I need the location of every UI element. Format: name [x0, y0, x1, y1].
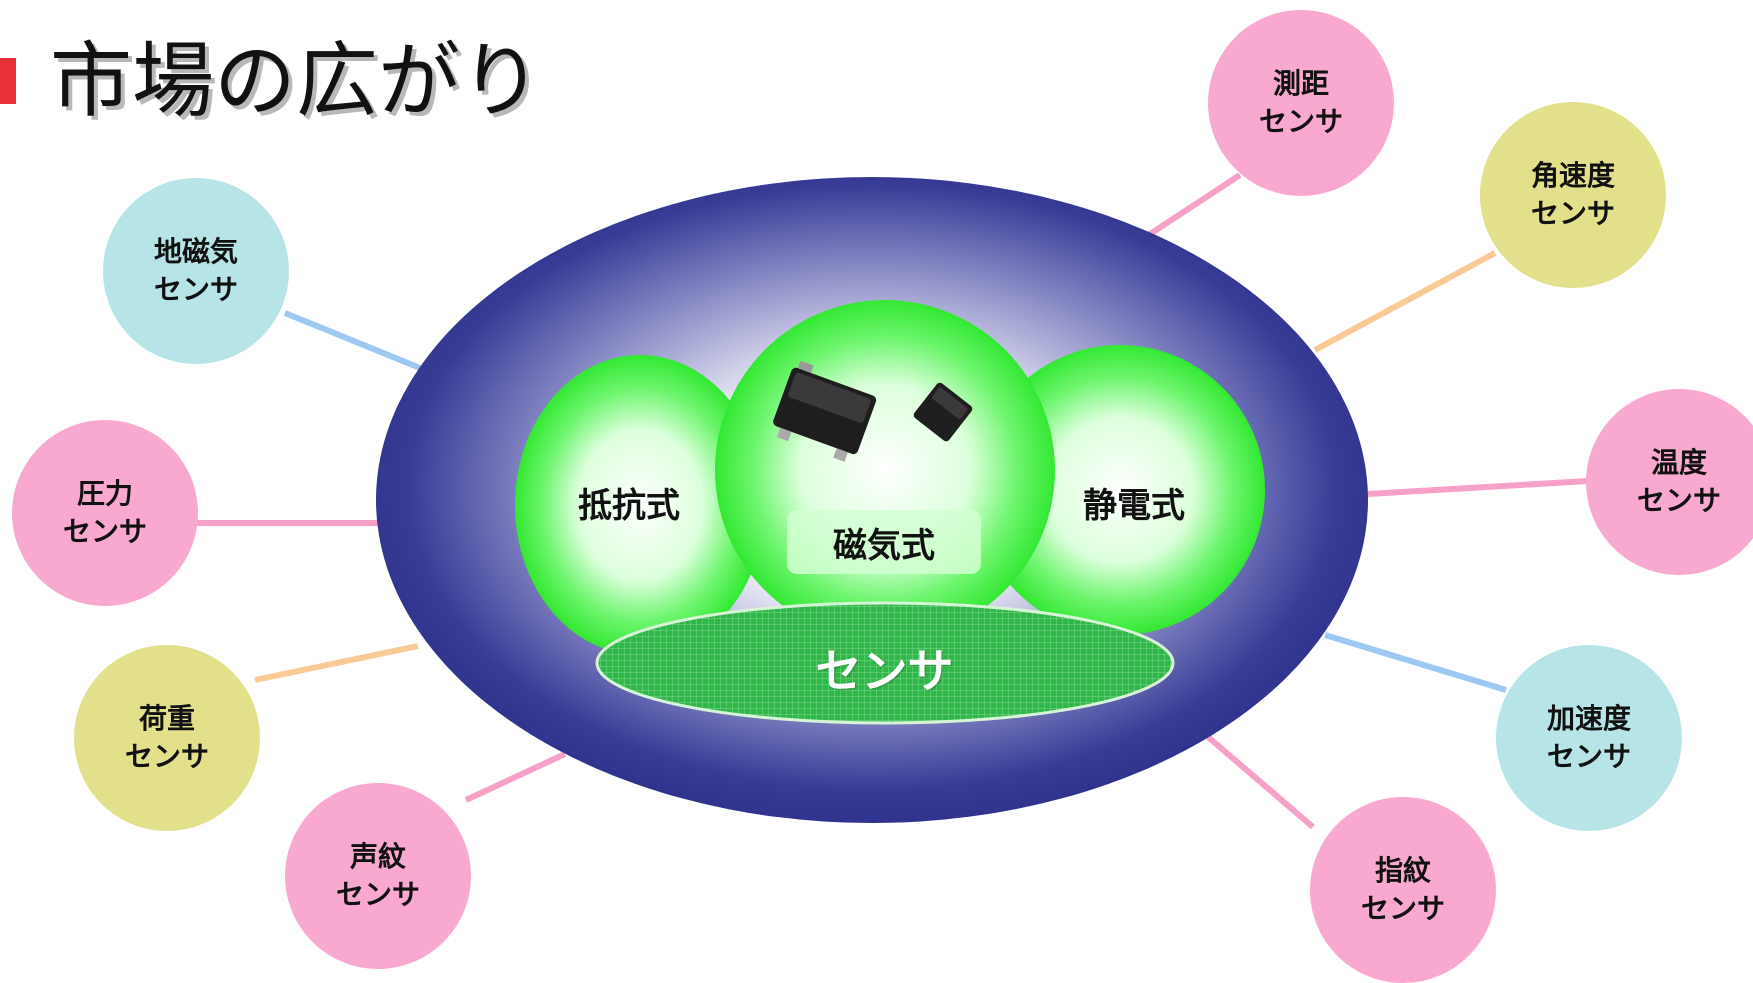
app-bubble-temperature: 温度センサ — [1586, 389, 1753, 575]
type-label-resistive: 抵抗式 — [578, 486, 680, 526]
app-label-line2: センサ — [1360, 892, 1445, 925]
app-bubble-acceleration: 加速度センサ — [1496, 645, 1682, 831]
capacitive-sphere — [975, 345, 1265, 635]
app-label-line2: センサ — [1546, 740, 1631, 773]
app-label-line2: センサ — [1258, 105, 1343, 138]
app-bubble-angular-velocity: 角速度センサ — [1480, 102, 1666, 288]
app-bubble-fingerprint: 指紋センサ — [1310, 797, 1496, 983]
app-bubble-pressure: 圧力センサ — [12, 420, 198, 606]
sensor-base-ellipse — [595, 601, 1175, 725]
app-label-line2: センサ — [335, 878, 420, 911]
type-label-magnetic-box: 磁気式 — [787, 510, 981, 574]
link-fingerprint — [1206, 734, 1315, 830]
link-voiceprint — [464, 751, 567, 803]
app-label-line2: センサ — [153, 273, 238, 306]
link-load — [254, 643, 419, 683]
title-accent-bar — [0, 58, 16, 104]
app-label-line1: 地磁気 — [153, 235, 238, 268]
app-label-line1: 角速度 — [1530, 159, 1615, 192]
link-acceleration — [1324, 632, 1507, 693]
app-label-line1: 測距 — [1272, 67, 1329, 100]
app-label-line2: センサ — [1530, 197, 1615, 230]
page-title: 市場の広がり — [50, 34, 543, 129]
app-bubble-distance: 測距センサ — [1208, 10, 1394, 196]
magnetic-sphere — [715, 300, 1055, 640]
sensor-label: センサ — [815, 644, 954, 698]
type-label-capacitive: 静電式 — [1083, 486, 1185, 526]
resistive-sphere — [515, 355, 765, 655]
app-label-line1: 指紋 — [1374, 854, 1431, 887]
link-temperature — [1367, 478, 1589, 497]
app-label-line1: 荷重 — [138, 702, 195, 735]
chip-icon-large — [773, 360, 877, 462]
connector-lines — [196, 172, 1589, 830]
link-angular — [1313, 250, 1497, 353]
link-geomagnetic — [283, 310, 427, 373]
app-label-line2: センサ — [1636, 484, 1721, 517]
app-label-line1: 圧力 — [76, 477, 133, 510]
app-bubble-load: 荷重センサ — [74, 645, 260, 831]
app-bubble-voiceprint: 声紋センサ — [285, 783, 471, 969]
chip-icon-small — [913, 382, 973, 442]
type-label-magnetic: 磁気式 — [833, 525, 935, 566]
app-label-line1: 温度 — [1650, 446, 1707, 479]
app-label-line1: 声紋 — [349, 840, 406, 873]
link-distance — [1148, 172, 1242, 237]
app-label-line2: センサ — [62, 515, 147, 548]
app-label-line1: 加速度 — [1546, 702, 1631, 735]
app-label-line2: センサ — [124, 740, 209, 773]
app-bubble-geomagnetic: 地磁気センサ — [103, 178, 289, 364]
